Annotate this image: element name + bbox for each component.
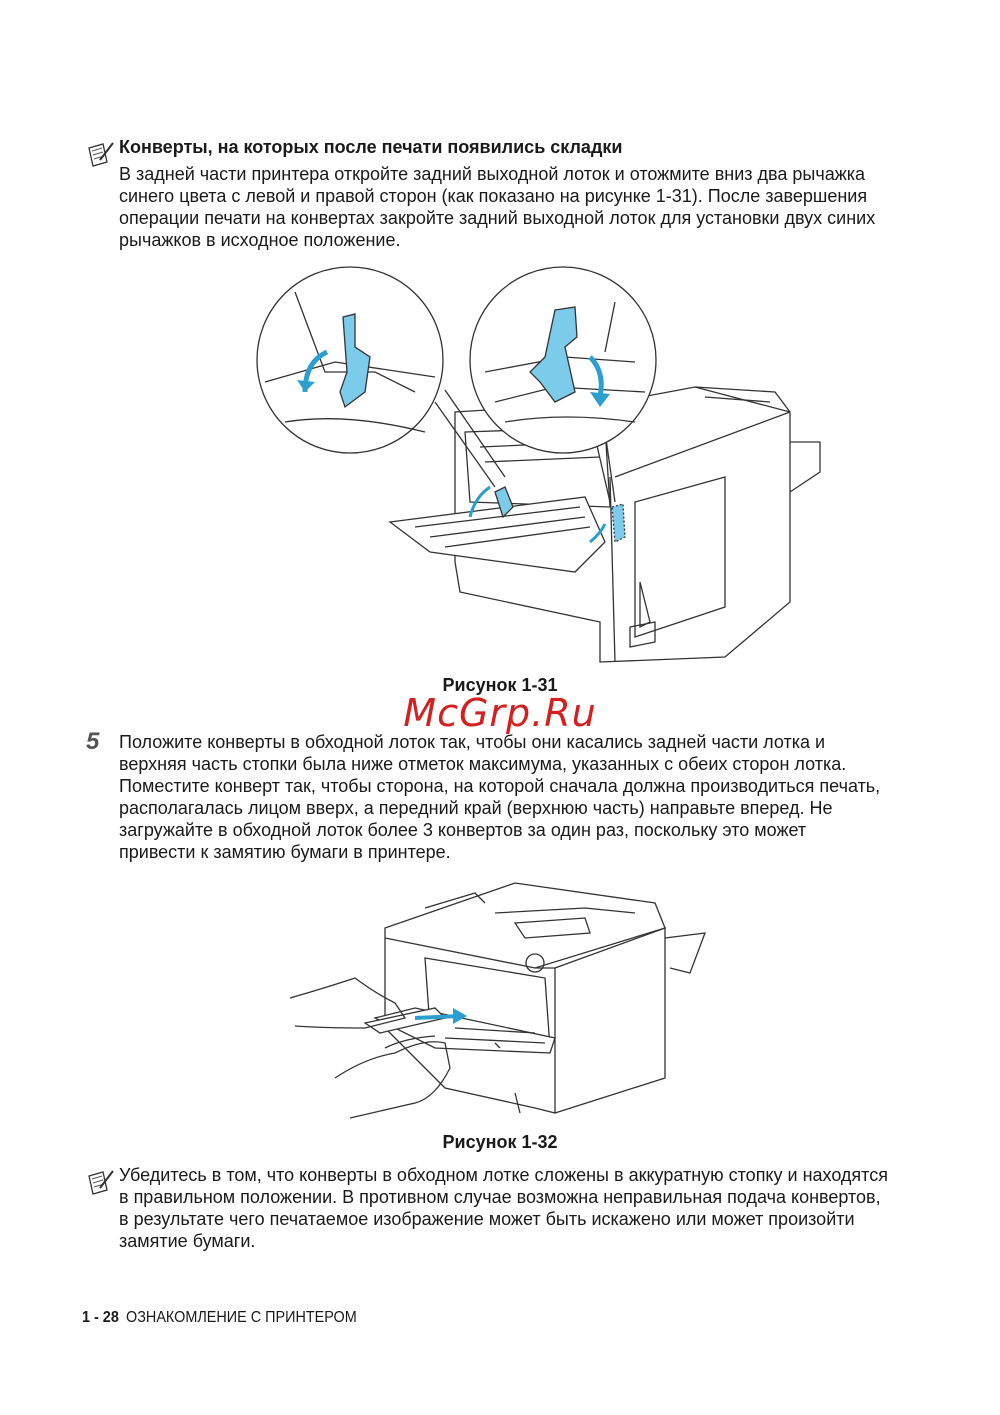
note-text-line: операции печати на конвертах закройте за… <box>119 208 876 228</box>
note-text-line: в правильном положении. В противном случ… <box>119 1187 881 1207</box>
note-pencil-icon <box>88 142 114 167</box>
hand-drawing <box>289 977 451 1119</box>
note-text-line: синего цвета с левой и правой сторон (ка… <box>119 186 868 206</box>
step-text-line: Положите конверты в обходной лоток так, … <box>119 732 826 752</box>
figure-1-32-illustration <box>289 882 706 1119</box>
note-heading: Конверты, на которых после печати появил… <box>119 137 623 157</box>
step-text-line: верхняя часть стопки была ниже отметок м… <box>119 754 847 774</box>
watermark: McGrp.Ru <box>403 691 597 735</box>
blue-lever-left <box>494 486 514 519</box>
arrow-down-left-icon <box>468 485 491 518</box>
step-text-line: загружайте в обходной лоток более 3 конв… <box>119 820 807 840</box>
note-text-line: рычажков в исходное положение. <box>119 230 401 250</box>
arrow-right-icon <box>414 1014 461 1020</box>
note-pencil-icon <box>88 1170 114 1195</box>
note-text-line: В задней части принтера откройте задний … <box>119 164 866 184</box>
figure-1-31-caption: Рисунок 1-31 <box>442 675 558 695</box>
figure-1-31-illustration <box>256 266 821 663</box>
page-number: 1 - 28 <box>82 1309 119 1326</box>
figure-1-32-caption: Рисунок 1-32 <box>442 1132 558 1152</box>
page-footer: 1 - 28 ОЗНАКОМЛЕНИЕ С ПРИНТЕРОМ <box>82 1308 357 1328</box>
arrow-down-right-icon <box>589 523 607 544</box>
step-number: 5 <box>86 728 100 755</box>
printer-front-drawing <box>373 882 706 1114</box>
note-text-line: в результате чего печатаемое изображение… <box>119 1209 855 1229</box>
note-text-line: Убедитесь в том, что конверты в обходном… <box>119 1165 888 1185</box>
blue-lever-right <box>611 503 626 544</box>
step-text-line: располагалась лицом вверх, а передний кр… <box>119 798 833 818</box>
step-text-line: Поместите конверт так, чтобы сторона, на… <box>119 776 881 796</box>
note-text-line: замятие бумаги. <box>119 1231 256 1251</box>
step-text-line: привести к замятию бумаги в принтере. <box>119 842 451 862</box>
section-title: ОЗНАКОМЛЕНИЕ С ПРИНТЕРОМ <box>126 1309 357 1326</box>
